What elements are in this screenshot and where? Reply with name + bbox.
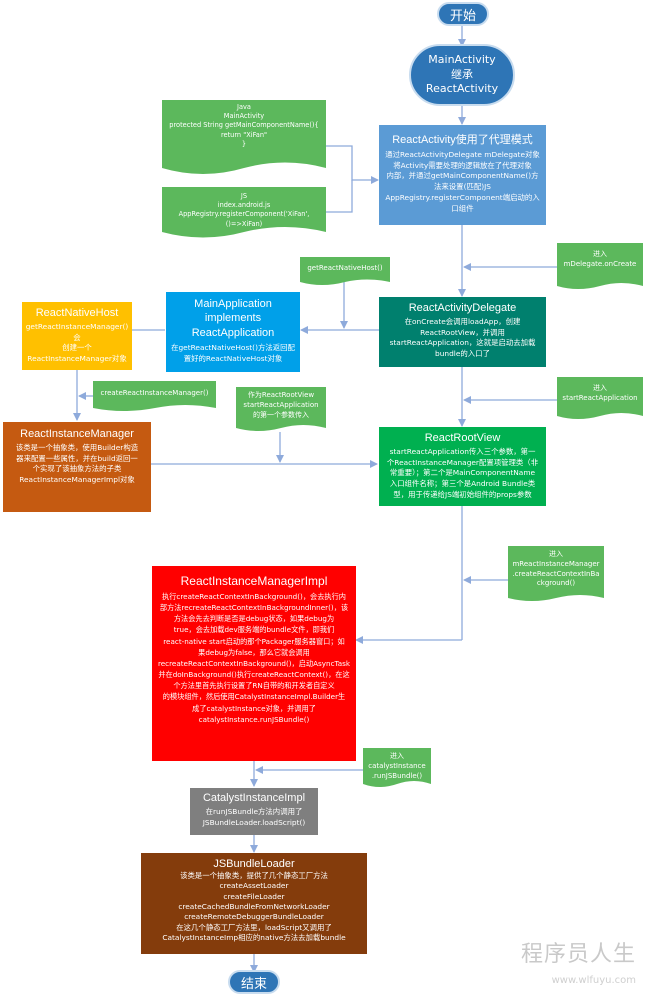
js-note-shape (162, 187, 326, 238)
first-param-note-shape (236, 387, 326, 431)
main-activity-node: MainActivity 继承 ReactActivity (409, 44, 515, 106)
start-node: 开始 (437, 2, 489, 26)
react-instance-manager-impl-body: 执行createReactContextInBackground()，会去执行内… (157, 592, 351, 724)
catalyst-instance-impl-title: CatalystInstanceImpl (202, 792, 306, 804)
enter-run-bundle-note: 进入 catalystInstance .runJSBundle() (363, 752, 431, 781)
react-instance-manager-box: ReactInstanceManager 该类是一个抽象类，使用Builder构… (3, 422, 151, 512)
catalyst-instance-impl-box: CatalystInstanceImpl 在runJSBundle方法内调用了 … (190, 788, 318, 835)
enter-start-app-text: 进入 startReactApplication (562, 384, 638, 402)
react-native-host-box: ReactNativeHost getReactInstanceManager(… (22, 302, 132, 370)
watermark: 程序员人生 (520, 942, 636, 967)
react-instance-manager-title: ReactInstanceManager (20, 428, 134, 440)
react-activity-title: ReactActivity使用了代理模式 (392, 134, 533, 146)
enter-run-bundle-text: 进入 catalystInstance .runJSBundle() (368, 752, 426, 780)
react-root-view-body: startReactApplication传入三个参数，第一 个ReactIns… (386, 447, 539, 499)
react-activity-delegate-body: 在onCreate会调用loadApp，创建 ReactRootView，并调用… (389, 317, 536, 359)
main-application-box: MainApplication implements ReactApplicat… (166, 292, 300, 372)
main-activity-label: MainActivity 继承 ReactActivity (425, 52, 499, 96)
first-param-note: 作为ReactRootView startReactApplication 的第… (236, 391, 326, 420)
catalyst-instance-impl-body: 在runJSBundle方法内调用了 JSBundleLoader.loadSc… (202, 807, 306, 827)
react-root-view-box: ReactRootView startReactApplication传入三个参… (379, 427, 546, 506)
edge-java-note-to-react-activity (326, 145, 379, 184)
main-application-body: 在getReactNativeHost()方法返回配 置好的ReactNativ… (171, 342, 295, 363)
js-note-text: JS index.android.js AppRegistry.register… (178, 192, 310, 228)
enter-oncreate-shape (557, 243, 643, 289)
enter-run-bundle-shape (363, 748, 431, 787)
end-label: 结束 (240, 976, 267, 992)
react-instance-manager-body: 该类是一个抽象类，使用Builder构造 器来配置一些属性，并在build返回一… (15, 443, 139, 485)
enter-oncreate-note: 进入 mDelegate.onCreate (559, 250, 641, 270)
js-note: JS index.android.js AppRegistry.register… (164, 192, 324, 228)
end-node: 结束 (228, 970, 280, 994)
js-bundle-loader-body: 该类是一个抽象类，提供了几个静态工厂方法 createAssetLoader c… (162, 871, 346, 943)
main-application-title: MainApplication implements ReactApplicat… (191, 298, 275, 339)
java-note-text: Java MainActivity protected String getMa… (169, 103, 319, 148)
enter-start-app-note: 进入 startReactApplication (559, 384, 641, 404)
watermark-url: www.wlfuyu.com (551, 975, 636, 986)
enter-create-context-text: 进入 mReactInstanceManager .createReactCon… (512, 550, 600, 588)
react-root-view-title: ReactRootView (424, 432, 501, 444)
create-rim-note-shape (93, 381, 216, 411)
enter-create-context-note: 进入 mReactInstanceManager .createReactCon… (508, 550, 604, 589)
note-shapes (93, 100, 643, 787)
react-native-host-body: getReactInstanceManager()会 创建一个 ReactIns… (25, 322, 129, 364)
create-rim-text: createReactInstanceManager() (100, 389, 209, 397)
java-note: Java MainActivity protected String getMa… (164, 103, 324, 159)
enter-create-context-shape (508, 546, 604, 601)
react-activity-box: ReactActivity使用了代理模式 通过ReactActivityDele… (379, 125, 546, 225)
react-native-host-title: ReactNativeHost (35, 307, 119, 319)
react-instance-manager-impl-box: ReactInstanceManagerImpl 执行createReactCo… (152, 566, 356, 761)
react-instance-manager-impl-title: ReactInstanceManagerImpl (180, 574, 328, 588)
first-param-text: 作为ReactRootView startReactApplication 的第… (243, 391, 319, 419)
start-label: 开始 (449, 8, 476, 24)
create-rim-note: createReactInstanceManager() (93, 389, 216, 399)
enter-start-app-shape (557, 377, 643, 419)
edge-js-note-to-react-activity (326, 180, 353, 213)
js-bundle-loader-title: JSBundleLoader (213, 858, 295, 870)
get-native-host-shape (300, 257, 390, 285)
java-note-shape (162, 100, 326, 174)
enter-oncreate-text: 进入 mDelegate.onCreate (563, 250, 637, 268)
get-native-host-text: getReactNativeHost() (307, 264, 383, 272)
get-native-host-note: getReactNativeHost() (300, 264, 390, 274)
react-activity-body: 通过ReactActivityDelegate mDelegate对象 将Act… (385, 150, 540, 213)
js-bundle-loader-box: JSBundleLoader 该类是一个抽象类，提供了几个静态工厂方法 crea… (141, 853, 367, 954)
react-activity-delegate-title: ReactActivityDelegate (408, 302, 517, 314)
react-activity-delegate-box: ReactActivityDelegate 在onCreate会调用loadAp… (379, 297, 546, 367)
